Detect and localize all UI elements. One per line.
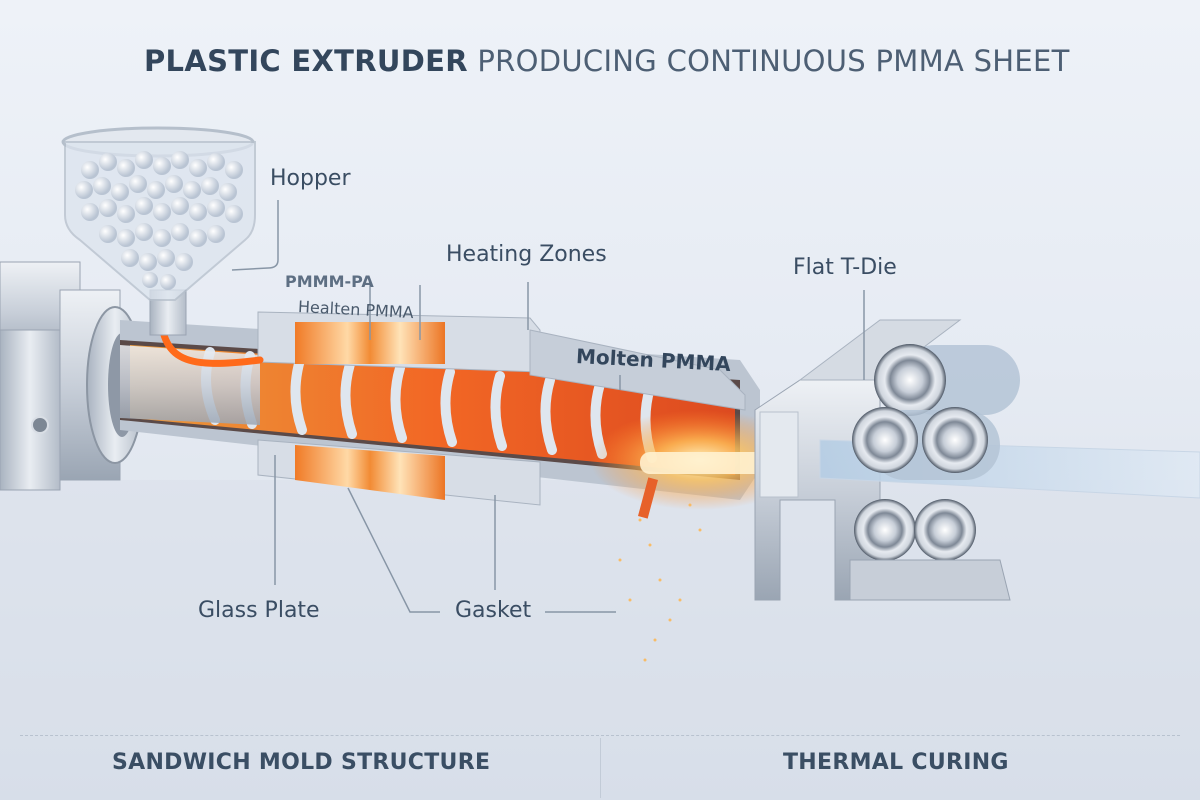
- barrel-cutaway-icon: [120, 320, 810, 510]
- footer-vertical-divider: [600, 738, 601, 798]
- footer-sandwich-mold-structure: SANDWICH MOLD STRUCTURE: [112, 750, 491, 775]
- page-title: PLASTIC EXTRUDER PRODUCING CONTINUOUS PM…: [144, 44, 1070, 78]
- label-hopper: Hopper: [270, 166, 351, 191]
- title-rest: PRODUCING CONTINUOUS PMMA SHEET: [467, 44, 1070, 78]
- t-die-icon: [754, 319, 962, 601]
- hopper-icon: [61, 126, 256, 301]
- title-bold: PLASTIC EXTRUDER: [144, 44, 468, 78]
- label-glass-plate: Glass Plate: [198, 598, 320, 623]
- sparks-icon: [618, 503, 702, 662]
- label-flat-t-die: Flat T-Die: [793, 255, 897, 280]
- label-gasket: Gasket: [455, 598, 532, 623]
- heater-band-icon: [257, 311, 746, 506]
- label-heating-zones: Heating Zones: [446, 242, 607, 267]
- roller-stack-icon: [849, 344, 1020, 601]
- gearbox-housing-icon: [0, 261, 144, 491]
- leader-lines: [231, 200, 865, 613]
- footer-thermal-curing: THERMAL CURING: [783, 750, 1009, 775]
- label-pmma-pa: PMMM-PA: [285, 272, 374, 291]
- footer-divider-line: [20, 735, 1180, 736]
